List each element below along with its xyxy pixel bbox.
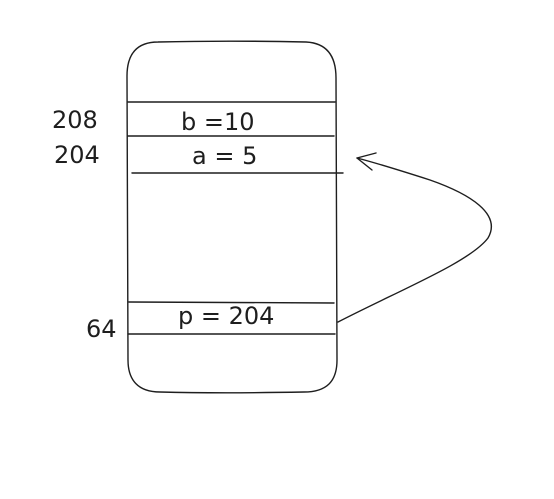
- cell-208-value: b =10: [181, 108, 255, 136]
- address-208-label: 208: [52, 106, 98, 134]
- pointer-arrow-line: [337, 157, 492, 323]
- address-204-label: 204: [54, 141, 100, 169]
- cell-64-top-line: [128, 301, 335, 304]
- cell-64-value: p = 204: [178, 302, 274, 330]
- cell-204-value: a = 5: [192, 142, 257, 170]
- memory-block-outline: [126, 40, 338, 394]
- pointer-arrowhead: [356, 152, 377, 171]
- address-64-label: 64: [86, 315, 117, 343]
